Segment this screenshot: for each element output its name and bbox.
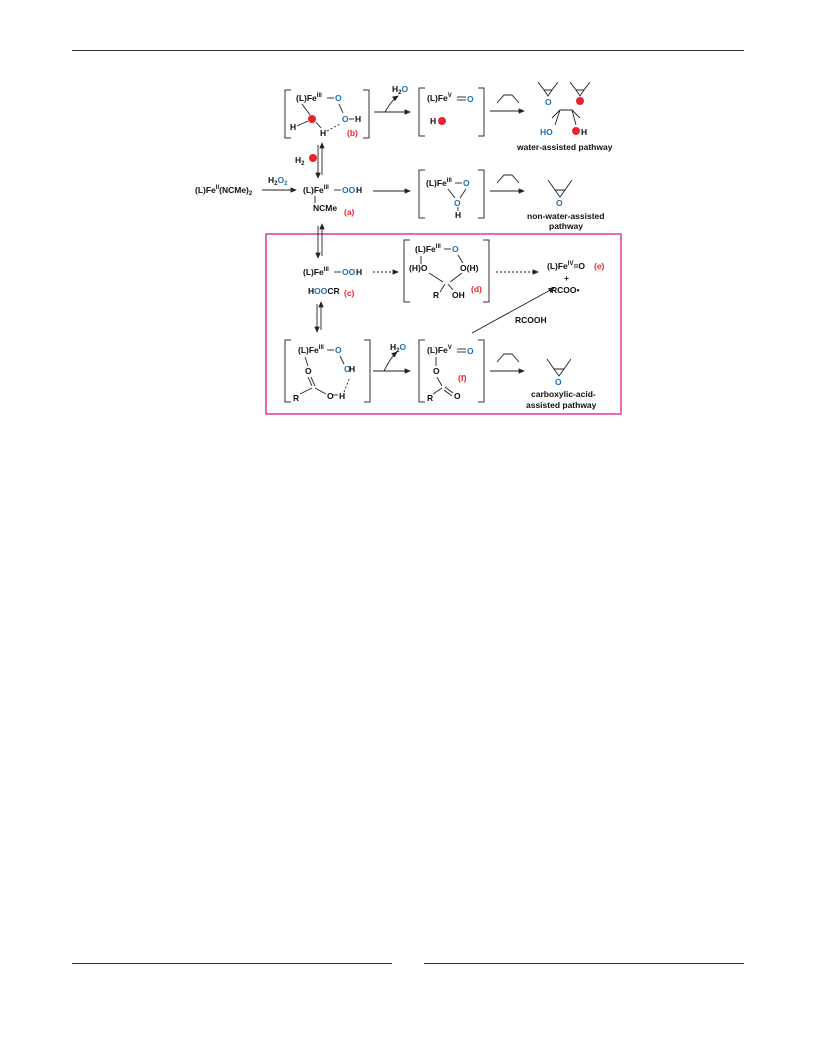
species-f: (L)FeV O O R O (f): [418, 339, 485, 403]
species-b-h2: H: [290, 122, 296, 132]
svg-text:H: H: [349, 364, 355, 374]
caption-non-water-1: non-water-assisted: [527, 211, 604, 221]
rcooh-reagent: RCOOH: [515, 315, 547, 325]
species-b-h3: H: [320, 128, 326, 138]
species-b: (L)FeIII O O H H H (b): [284, 89, 370, 139]
svg-text:O: O: [555, 377, 562, 387]
svg-text:H: H: [356, 185, 362, 195]
water-addend: H2: [295, 155, 305, 167]
svg-text:OO: OO: [342, 267, 356, 277]
svg-text:H: H: [581, 127, 587, 137]
svg-text:R: R: [433, 290, 439, 300]
svg-text:(L)FeIII: (L)FeIII: [303, 185, 329, 195]
svg-text:O: O: [327, 391, 334, 401]
water-marker-icon-3: [309, 154, 317, 162]
svg-text:HO: HO: [540, 127, 553, 137]
species-fe-peroxo: (L)FeIII O O H: [418, 169, 485, 220]
svg-text:+: +: [564, 273, 569, 283]
svg-text:(L)FeIV=O: (L)FeIV=O: [547, 261, 585, 271]
species-d: (L)FeIII O (H)O O(H) R OH (d): [403, 239, 490, 303]
species-b-fe: (L)FeIII: [296, 93, 322, 103]
svg-text:(L)FeIII: (L)FeIII: [415, 244, 441, 254]
caption-water-assisted: water-assisted pathway: [516, 142, 613, 152]
species-e: (L)FeIV=O (e) + RCOO•: [547, 261, 605, 295]
svg-text:(a): (a): [344, 207, 355, 217]
svg-text:O: O: [335, 345, 342, 355]
svg-text:O: O: [556, 198, 563, 208]
epoxide-product-bottom: O: [546, 358, 572, 387]
caption-non-water-2: pathway: [549, 221, 583, 231]
svg-text:(L)FeIII: (L)FeIII: [303, 267, 329, 277]
svg-text:O: O: [452, 244, 459, 254]
svg-text:O(H): O(H): [460, 263, 479, 273]
svg-text:O: O: [463, 178, 470, 188]
h2o2-reagent: H2O2: [268, 175, 288, 187]
water-marker-icon-2: [438, 117, 446, 125]
carboxylic-acid-highlight-box: [265, 233, 622, 415]
svg-text:(f): (f): [458, 373, 467, 383]
species-c: (L)FeIII OO H HOOCR (c): [303, 267, 362, 298]
epoxide-product-top-1: O: [537, 81, 559, 107]
svg-text:O: O: [467, 346, 474, 356]
svg-text:(L)FeIII: (L)FeIII: [426, 178, 452, 188]
diol-product: HO H: [540, 109, 587, 137]
svg-text:O: O: [433, 366, 440, 376]
svg-text:O: O: [305, 366, 312, 376]
epoxide-product-top-2: [569, 81, 591, 105]
caption-acid-2: assisted pathway: [526, 400, 597, 410]
svg-text:RCOO•: RCOO•: [551, 285, 580, 295]
epoxide-product-middle: O: [547, 179, 573, 208]
svg-text:H: H: [430, 116, 436, 126]
svg-text:H: H: [339, 391, 345, 401]
svg-text:(d): (d): [471, 284, 482, 294]
svg-text:R: R: [427, 393, 433, 403]
svg-text:HOOCR: HOOCR: [308, 286, 340, 296]
svg-text:O: O: [467, 94, 474, 104]
species-b-h1: H: [355, 114, 361, 124]
svg-text:(e): (e): [594, 261, 605, 271]
footer-rule-left: [72, 963, 392, 964]
h2o-release-bottom: H2O: [390, 342, 406, 354]
svg-text:O: O: [344, 364, 351, 374]
svg-text:O: O: [454, 198, 461, 208]
svg-text:OH: OH: [452, 290, 465, 300]
species-feV-oxo-water: (L)FeV O H: [418, 87, 485, 137]
footer-rule-right: [424, 963, 744, 964]
svg-text:H: H: [356, 267, 362, 277]
starting-complex: (L)FeII(NCMe)2: [195, 185, 253, 197]
species-b-o2: O: [342, 114, 349, 124]
species-b-o1: O: [335, 93, 342, 103]
species-acid-adduct: (L)FeIII O O H O R O H: [284, 339, 371, 403]
svg-text:(H)O: (H)O: [409, 263, 428, 273]
svg-text:O: O: [454, 391, 461, 401]
header-rule: [72, 50, 744, 51]
caption-acid-1: carboxylic-acid-: [531, 389, 596, 399]
svg-text:OO: OO: [342, 185, 356, 195]
label-b: (b): [347, 128, 358, 138]
h2o-release-top: H2O: [392, 84, 408, 96]
svg-text:(c): (c): [344, 288, 355, 298]
water-marker-icon: [308, 115, 316, 123]
svg-text:(L)FeIII: (L)FeIII: [298, 345, 324, 355]
svg-text:O: O: [545, 97, 552, 107]
svg-text:(L)FeV: (L)FeV: [427, 93, 452, 103]
svg-text:H: H: [455, 210, 461, 220]
svg-text:R: R: [293, 393, 299, 403]
svg-text:(L)FeV: (L)FeV: [427, 345, 452, 355]
svg-text:NCMe: NCMe: [313, 203, 337, 213]
species-a: (L)FeIII OO H NCMe (a): [303, 185, 362, 217]
